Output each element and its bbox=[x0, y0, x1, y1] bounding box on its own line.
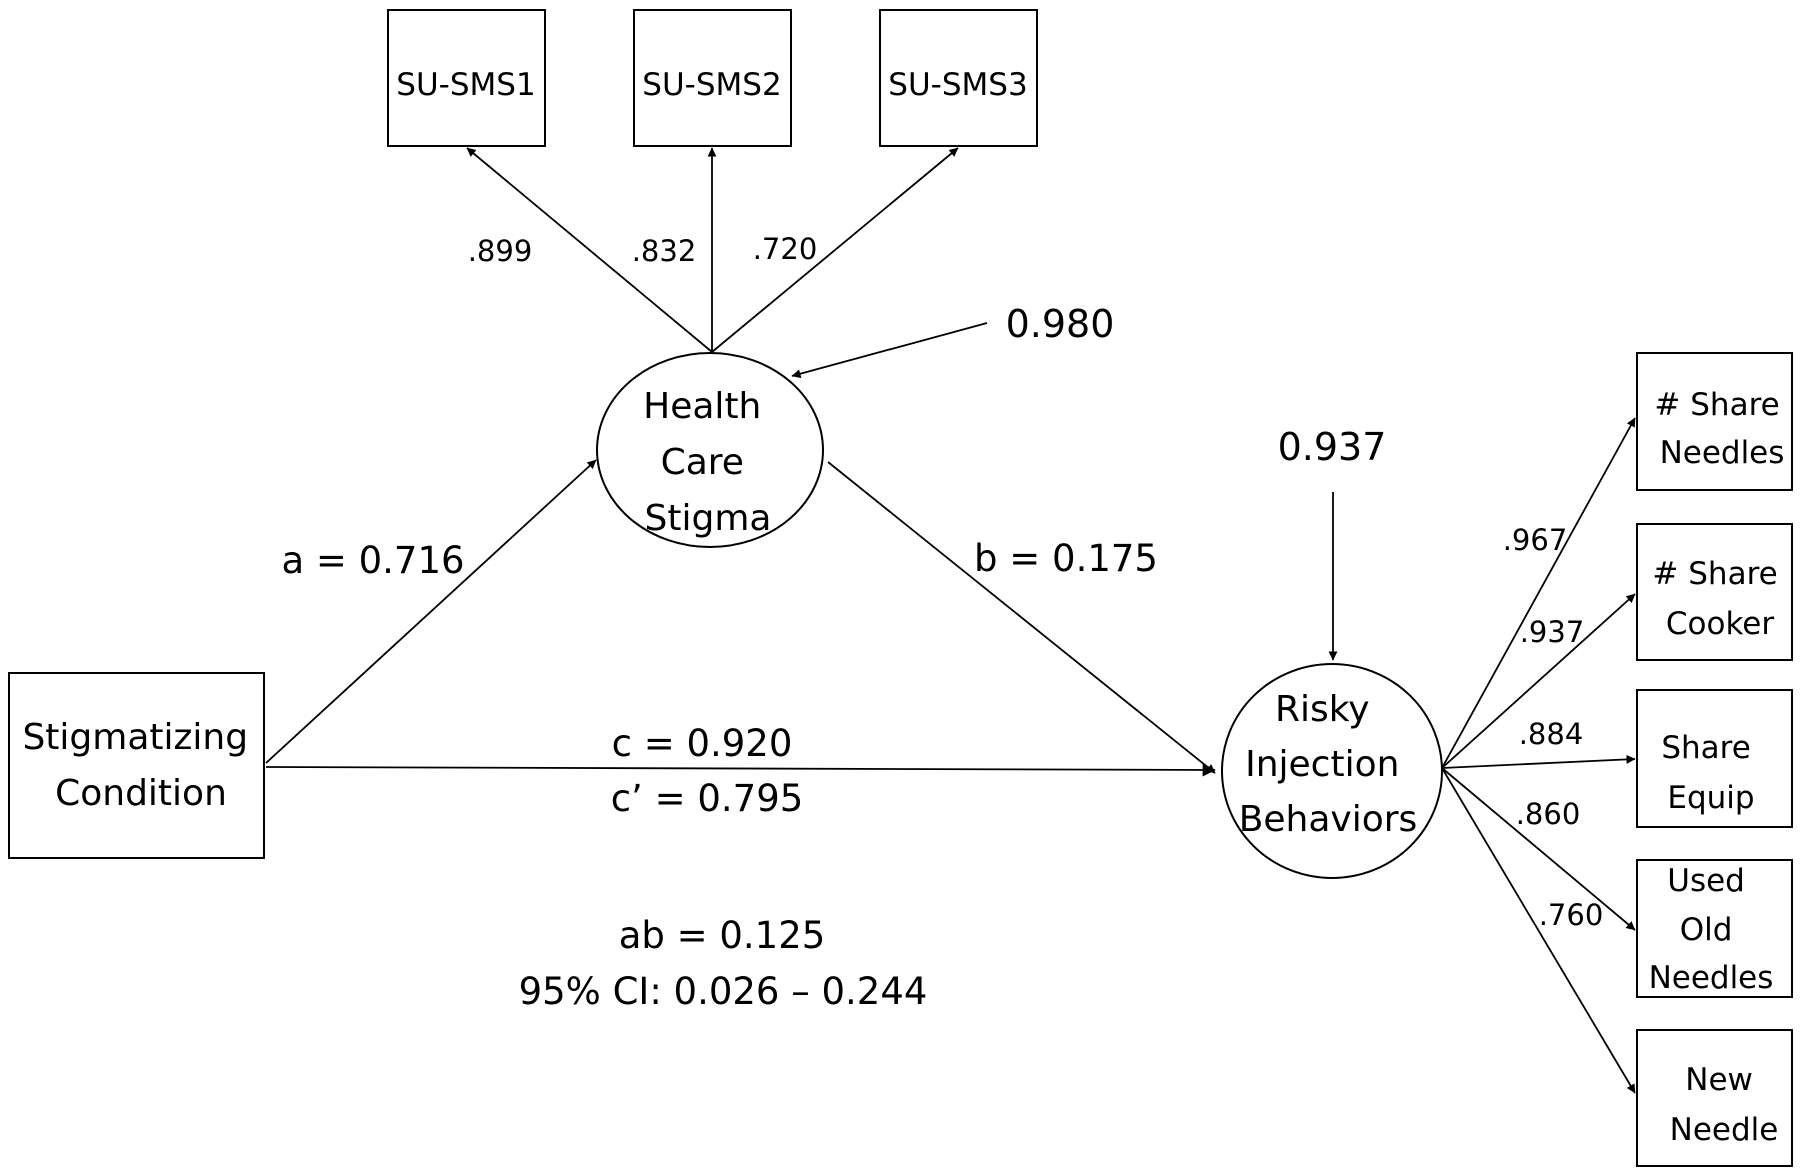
loading-label-share-equip: .884 bbox=[1519, 717, 1584, 751]
indicator-share-equip-label: Share Equip bbox=[1661, 730, 1760, 816]
indicator-share-equip-box bbox=[1636, 689, 1793, 828]
stigmatizing-condition-box bbox=[8, 672, 265, 859]
indicator-su-sms2-box bbox=[633, 9, 792, 147]
path-a-arrow bbox=[265, 459, 597, 764]
indicator-su-sms3-label: SU-SMS3 bbox=[888, 67, 1027, 103]
indicator-share-needles: # Share Needles bbox=[1636, 352, 1793, 491]
indicator-used-old-needles-label: Used Old Needles bbox=[1649, 863, 1774, 996]
loading-label-su-sms2: .832 bbox=[632, 234, 697, 268]
path-c-arrow bbox=[265, 763, 1216, 777]
risky-injection-behaviors-label: Risky Injection Behaviors bbox=[1239, 689, 1418, 840]
indicator-su-sms1: SU-SMS1 bbox=[387, 9, 546, 147]
indicator-new-needle: New Needle bbox=[1636, 1029, 1793, 1167]
loading-arrow-share-equip bbox=[1441, 754, 1636, 769]
stigmatizing-condition-node: Stigmatizing Condition bbox=[8, 672, 265, 859]
loading-label-new-needle: .760 bbox=[1539, 898, 1604, 932]
indicator-su-sms2: SU-SMS2 bbox=[633, 9, 792, 147]
risky-injection-behaviors-node: Risky Injection Behaviors bbox=[1221, 663, 1443, 879]
risky-injection-behaviors-circle bbox=[1221, 663, 1443, 879]
loading-arrow-share-needles bbox=[1441, 417, 1636, 769]
indicator-used-old-needles-box bbox=[1636, 859, 1793, 998]
path-b-label: b = 0.175 bbox=[974, 537, 1158, 580]
residual-label-health-care-stigma: 0.980 bbox=[1006, 302, 1115, 346]
indicator-share-needles-box bbox=[1636, 352, 1793, 491]
indicator-su-sms3: SU-SMS3 bbox=[879, 9, 1038, 147]
indicator-share-cooker-box bbox=[1636, 523, 1793, 661]
health-care-stigma-label: Health Care Stigma bbox=[643, 386, 773, 539]
loading-label-share-cooker: .937 bbox=[1520, 615, 1585, 649]
loading-arrow-new-needle bbox=[1441, 767, 1636, 1094]
loading-labels: .899 .832 .720 .967 .937 .884 .860 .760 bbox=[468, 232, 1604, 932]
indicator-share-needles-label: # Share Needles bbox=[1654, 387, 1789, 471]
residual-arrow-health-care-stigma bbox=[791, 322, 988, 379]
path-c-prime-label: c’ = 0.795 bbox=[611, 777, 804, 820]
loading-label-su-sms1: .899 bbox=[468, 234, 533, 268]
indicator-su-sms3-box bbox=[879, 9, 1038, 147]
loading-arrow-used-old-needles bbox=[1441, 767, 1636, 931]
indicator-used-old-needles: Used Old Needles bbox=[1636, 859, 1793, 998]
indirect-effect-label: ab = 0.125 bbox=[619, 914, 826, 957]
stigmatizing-condition-label: Stigmatizing Condition bbox=[22, 717, 259, 814]
health-care-stigma-node: Health Care Stigma bbox=[596, 352, 824, 548]
loading-arrow-share-cooker bbox=[1441, 593, 1636, 769]
loading-arrow-su-sms1 bbox=[466, 147, 713, 353]
path-b-arrow bbox=[827, 461, 1216, 774]
indicator-new-needle-box bbox=[1636, 1029, 1793, 1167]
loading-label-share-needles: .967 bbox=[1503, 523, 1568, 557]
path-a-label: a = 0.716 bbox=[281, 539, 464, 582]
indicator-su-sms1-label: SU-SMS1 bbox=[396, 67, 535, 103]
indicator-share-equip: Share Equip bbox=[1636, 689, 1793, 828]
indicator-su-sms2-label: SU-SMS2 bbox=[642, 67, 781, 103]
indicator-share-cooker-label: # Share Cooker bbox=[1652, 556, 1787, 642]
loading-label-used-old-needles: .860 bbox=[1516, 797, 1581, 831]
indicator-new-needle-label: New Needle bbox=[1670, 1062, 1779, 1148]
loading-arrow-su-sms3 bbox=[711, 147, 959, 353]
residual-label-risky-injection: 0.937 bbox=[1278, 425, 1387, 469]
indirect-effect-ci-label: 95% CI: 0.026 – 0.244 bbox=[519, 970, 928, 1013]
path-c-label: c = 0.920 bbox=[612, 722, 793, 765]
edges bbox=[265, 147, 1636, 1094]
indicator-su-sms1-box bbox=[387, 9, 546, 147]
loading-label-su-sms3: .720 bbox=[753, 232, 818, 266]
indicator-share-cooker: # Share Cooker bbox=[1636, 523, 1793, 661]
health-care-stigma-circle bbox=[596, 352, 824, 548]
